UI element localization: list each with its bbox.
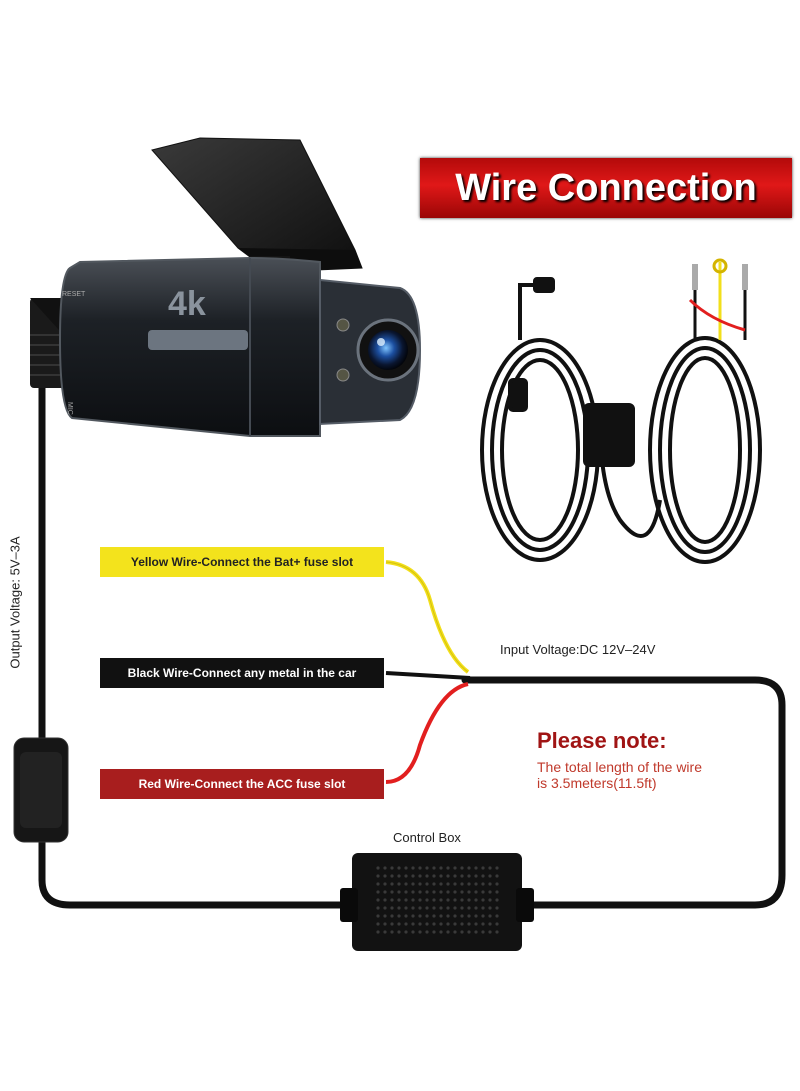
control-box xyxy=(352,853,522,951)
note-line-2: is 3.5meters(11.5ft) xyxy=(537,775,657,791)
black-wire-label-text: Black Wire-Connect any metal in the car xyxy=(127,666,357,680)
black-wire-label: Black Wire-Connect any metal in the car xyxy=(100,658,384,688)
note-body: The total length of the wire is 3.5meter… xyxy=(537,759,767,791)
dash-camera: 4k RESET MIC xyxy=(58,137,422,437)
fuse-pin-left xyxy=(692,264,698,290)
yellow-wire-label-text: Yellow Wire-Connect the Bat+ fuse slot xyxy=(130,555,354,569)
red-wire xyxy=(385,682,469,784)
note-title: Please note: xyxy=(537,728,667,753)
reset-label: RESET xyxy=(62,291,86,298)
hardwire-kit-image xyxy=(480,265,762,564)
output-voltage-label: Output Voltage: 5V–3A xyxy=(7,536,23,669)
title-banner: Wire Connection xyxy=(420,158,792,218)
control-box-vent xyxy=(376,866,499,934)
control-box-label: Control Box xyxy=(393,830,461,845)
ir-led-bottom xyxy=(336,368,350,382)
power-cable xyxy=(38,356,786,909)
red-wire-label-text: Red Wire-Connect the ACC fuse slot xyxy=(138,777,346,791)
input-voltage-label: Input Voltage:DC 12V–24V xyxy=(500,642,656,657)
mic-label: MIC xyxy=(66,402,73,415)
camera-badge: 4k xyxy=(168,285,206,323)
yellow-wire xyxy=(385,560,470,674)
fuse-pin-right xyxy=(742,264,748,290)
note-line-1: The total length of the wire xyxy=(537,759,702,775)
red-wire-label: Red Wire-Connect the ACC fuse slot xyxy=(100,769,384,799)
black-wire xyxy=(385,671,471,680)
title-text: Wire Connection xyxy=(455,166,757,209)
yellow-wire-label: Yellow Wire-Connect the Bat+ fuse slot xyxy=(100,547,384,577)
camera-light-bar xyxy=(148,330,248,350)
ring-terminal xyxy=(712,258,728,274)
ir-led-top xyxy=(336,318,350,332)
yellow-wire-outline xyxy=(385,561,469,673)
